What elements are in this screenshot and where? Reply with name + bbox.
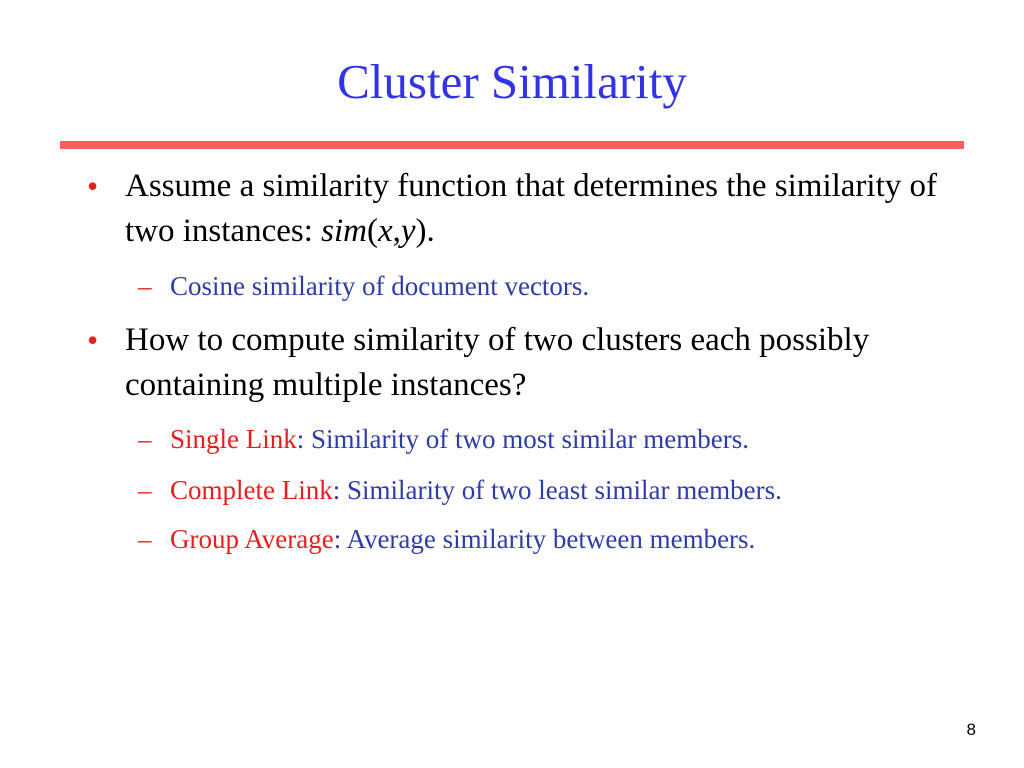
linkage-definition: : Average similarity between members. [333,524,756,554]
linkage-definition: : Similarity of two most similar members… [296,424,749,454]
sub-bullet-marker: – [138,524,152,554]
formula-function: sim [321,213,367,249]
formula-x: x [377,213,393,249]
slide-title: Cluster Similarity [337,54,687,109]
linkage-term-average: Group Average [170,524,334,554]
linkage-term-single: Single Link [170,424,297,454]
sub-bullet-marker: – [138,271,152,301]
sub-bullet-text: Group Average: Average similarity betwee… [170,521,970,557]
bullet-marker: • [87,168,99,204]
bullet-marker: • [87,322,99,358]
formula-comma: , [392,213,401,249]
sub-bullet-text: Cosine similarity of document vectors. [170,271,590,301]
sub-bullet-text: Single Link: Similarity of two most simi… [170,421,970,457]
sub-bullet-marker: – [138,424,152,454]
bullet-text-main: Assume a similarity function that determ… [125,168,937,249]
title-divider [60,141,964,149]
bullet-text: Assume a similarity function that determ… [125,164,945,254]
bullet-text: How to compute similarity of two cluster… [125,322,870,403]
formula-close-paren: ). [415,213,435,249]
sub-bullet-text: Complete Link: Similarity of two least s… [170,472,970,508]
sub-bullet-marker: – [138,475,152,505]
formula-y: y [400,213,416,249]
linkage-definition: : Similarity of two least similar member… [332,475,782,505]
formula-open-paren: ( [366,213,378,249]
page-number: 8 [966,720,976,739]
linkage-term-complete: Complete Link [170,475,333,505]
